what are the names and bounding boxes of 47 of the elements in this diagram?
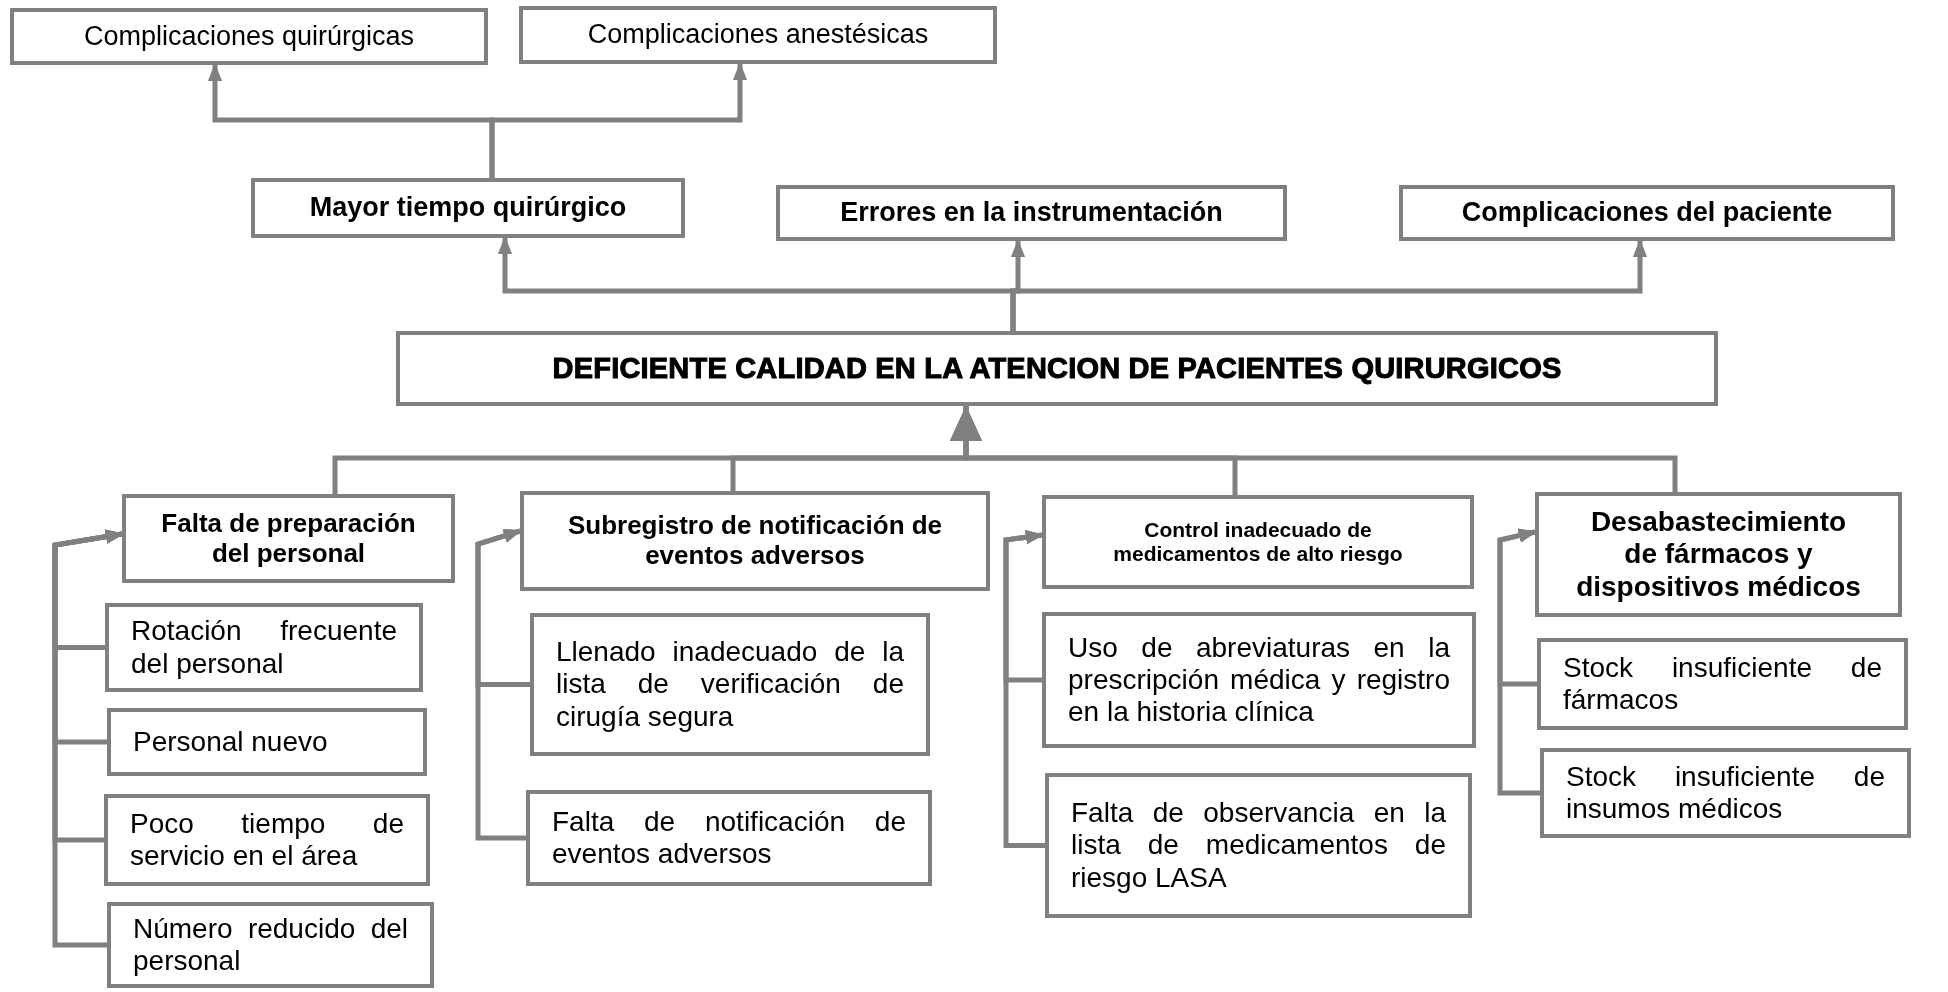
box-text: Stock insuficiente de insumos médicos xyxy=(1566,760,1885,826)
box-text: Desabastecimiento de fármacos y dispositivos médicos xyxy=(1575,506,1862,603)
effect-box xyxy=(1399,185,1895,241)
box-text: Complicaciones anestésicas xyxy=(586,19,930,51)
subcause-box xyxy=(107,902,434,988)
subcause-box xyxy=(1045,773,1472,918)
box-text: DEFICIENTE CALIDAD EN LA ATENCION DE PACIENTES QUIRURGICOS xyxy=(551,351,1563,386)
cause-box xyxy=(1042,495,1474,589)
subcause-box xyxy=(1537,638,1908,730)
effect-box xyxy=(519,6,997,64)
arrow xyxy=(475,528,526,841)
effect-box xyxy=(776,185,1287,241)
subcause-box xyxy=(1042,612,1476,748)
box-text: Uso de abreviaturas en la prescripción médica y registro en la historia clínica xyxy=(1068,631,1450,729)
box-text: Subregistro de notificación de eventos adversos xyxy=(566,511,944,571)
arrow xyxy=(489,62,748,178)
box-text: Complicaciones del paciente xyxy=(1460,197,1834,229)
arrow xyxy=(950,406,1678,492)
box-text: Llenado inadecuado de la lista de verificación de cirugía segura xyxy=(556,636,904,733)
box-text: Falta de observancia en la lista de medicamentos de riesgo LASA xyxy=(1071,797,1446,894)
effect-box xyxy=(251,178,685,238)
cause-box xyxy=(122,494,455,583)
central-problem-box xyxy=(396,331,1718,406)
effect-box xyxy=(10,8,488,65)
box-text: Falta de preparación del personal xyxy=(160,508,417,569)
subcause-box xyxy=(530,613,930,756)
box-text: Errores en la instrumentación xyxy=(839,197,1224,229)
subcause-box xyxy=(1540,748,1911,838)
subcause-box xyxy=(105,603,423,692)
arrow xyxy=(1497,528,1540,796)
box-text: Rotación frecuente del personal xyxy=(131,615,397,680)
arrow xyxy=(52,529,124,948)
box-text: Control inadecuado de medicamentos de alto riesgo xyxy=(1112,517,1404,567)
arrow xyxy=(1003,530,1045,848)
box-text: Personal nuevo xyxy=(133,725,329,759)
box-text: Poco tiempo de servicio en el área xyxy=(130,807,404,873)
cause-box xyxy=(520,491,990,591)
arrow xyxy=(1010,239,1648,331)
box-text: Complicaciones quirúrgicas xyxy=(82,20,416,52)
box-text: Stock insuficiente de fármacos xyxy=(1563,651,1882,717)
subcause-box xyxy=(107,708,427,776)
subcause-box xyxy=(526,790,932,886)
box-text: Número reducido del personal xyxy=(133,912,408,978)
subcause-box xyxy=(104,794,430,886)
cause-box xyxy=(1535,492,1902,617)
box-text: Falta de notificación de eventos adversos xyxy=(552,805,906,871)
box-text: Mayor tiempo quirúrgico xyxy=(308,192,628,224)
